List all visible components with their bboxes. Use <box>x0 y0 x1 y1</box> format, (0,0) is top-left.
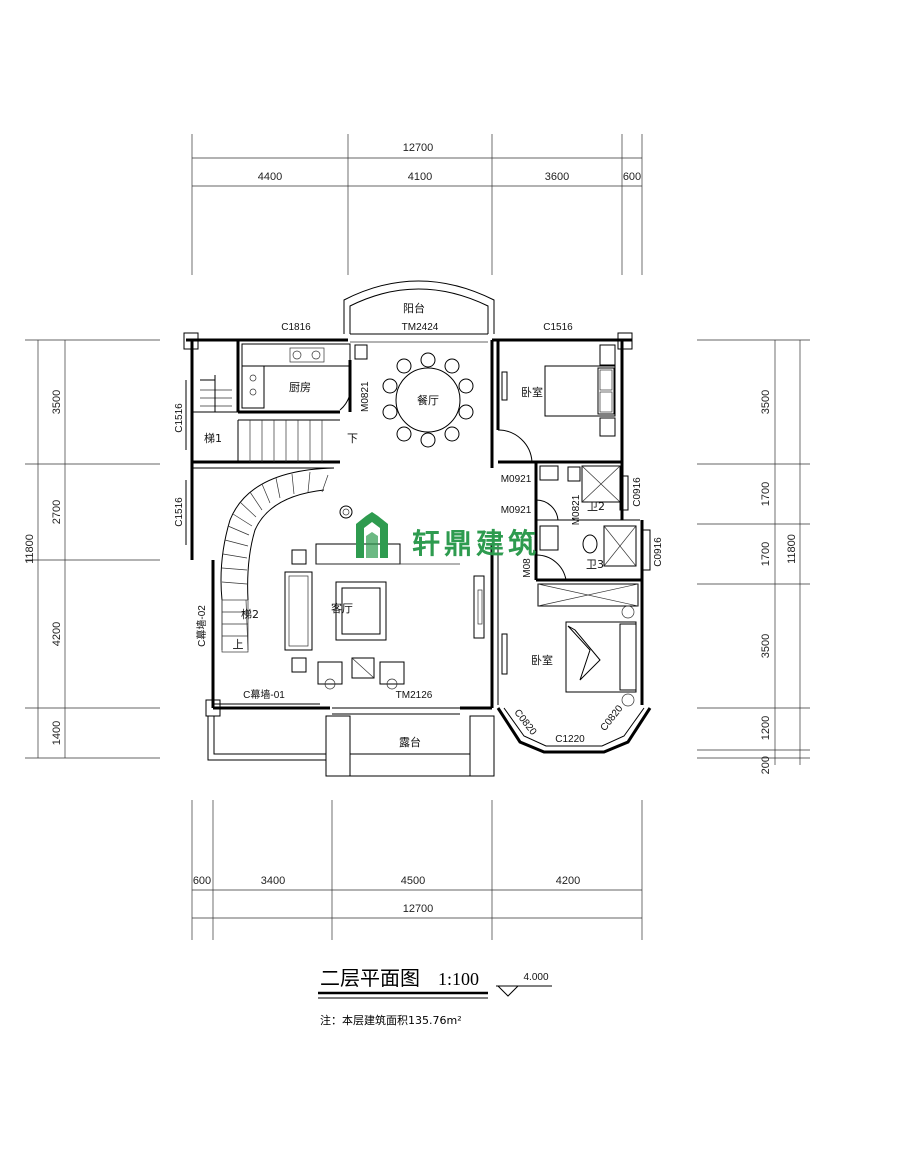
right-dim-3: 1700 <box>760 542 772 566</box>
watermark-text: 轩鼎建筑 <box>412 527 540 560</box>
bedroom-2: 卧室 C0820 C1220 C0820 <box>490 545 652 754</box>
drawing-title: 二层平面图 <box>320 966 420 990</box>
top-dim-3: 3600 <box>545 171 569 183</box>
c1516-left-a-label: C1516 <box>174 403 185 433</box>
right-dim-2: 1700 <box>760 482 772 506</box>
area-note: 注：本层建筑面积135.76m² <box>320 1013 462 1027</box>
elevation-mark: 4.000 <box>523 972 548 983</box>
c-wall-02-label: C幕墙-02 <box>195 605 208 647</box>
c1816-label: C1816 <box>281 322 311 333</box>
bathrooms: 卫2 卫3 M0921 M0921 M0821 C0916 C0916 M08 <box>501 462 664 582</box>
kitchen: 厨房 M0821 <box>236 340 371 414</box>
left-dim-3: 4200 <box>51 622 63 646</box>
stair-2-label: 梯2 <box>241 608 259 621</box>
c-wall-01-label: C幕墙-01 <box>243 688 285 701</box>
room-bedroom-1-label: 卧室 <box>521 385 543 399</box>
room-balcony-label: 阳台 <box>403 301 425 315</box>
stair-1: 梯1 下 <box>192 375 358 464</box>
top-dim-1: 4400 <box>258 171 282 183</box>
m0921-b-label: M0921 <box>501 505 532 516</box>
top-total-dim: 12700 <box>403 142 434 154</box>
stair-1-label: 梯1 <box>204 432 222 445</box>
c0820-b-label: C0820 <box>599 703 626 733</box>
right-dimensions: 3500 1700 1700 3500 1200 200 11800 <box>697 339 810 774</box>
c0916-a-label: C0916 <box>632 477 643 507</box>
right-dim-5: 1200 <box>760 716 772 740</box>
top-dim-2: 4100 <box>408 171 432 183</box>
m0921-a-label: M0921 <box>501 474 532 485</box>
left-dim-1: 3500 <box>51 390 63 414</box>
terrace: 露台 <box>207 707 495 777</box>
bottom-dim-1: 600 <box>193 875 211 887</box>
left-dim-2: 2700 <box>51 500 63 524</box>
bottom-dim-2: 3400 <box>261 875 285 887</box>
right-dim-1: 3500 <box>760 390 772 414</box>
room-bedroom-2-label: 卧室 <box>531 653 553 667</box>
left-total-dim: 11800 <box>24 534 36 564</box>
c0916-b-label: C0916 <box>653 537 664 567</box>
c1516-left-b-label: C1516 <box>174 497 185 527</box>
bedroom-1: 卧室 <box>496 340 622 464</box>
up-label: 上 <box>233 638 244 651</box>
tm2424-label: TM2424 <box>402 322 439 333</box>
m0821-v-label: M0821 <box>571 494 582 525</box>
tm2126-label: TM2126 <box>396 690 433 701</box>
bottom-dim-3: 4500 <box>401 875 425 887</box>
left-dimensions: 11800 3500 2700 4200 1400 <box>24 339 160 759</box>
drawing-scale: 1:100 <box>438 969 479 989</box>
right-dim-6: 200 <box>760 756 772 774</box>
bottom-dimensions: 600 3400 4500 4200 12700 <box>191 800 643 940</box>
room-bath-2-label: 卫2 <box>587 500 605 513</box>
bottom-dim-4: 4200 <box>556 875 580 887</box>
room-dining-label: 餐厅 <box>417 393 439 407</box>
m08-label: M08 <box>522 558 533 578</box>
right-dim-4: 3500 <box>760 634 772 658</box>
living-room: 梯2 上 客厅 <box>192 467 485 690</box>
m0821-label: M0821 <box>360 381 371 412</box>
balcony-top: 阳台 TM2424 <box>343 280 495 343</box>
watermark-logo <box>356 512 388 558</box>
room-living-label: 客厅 <box>331 601 353 615</box>
room-bath-3-label: 卫3 <box>586 558 604 571</box>
top-dim-4: 600 <box>623 171 641 183</box>
c1220-label: C1220 <box>555 734 585 745</box>
down-label: 下 <box>347 432 358 445</box>
right-total-dim: 11800 <box>786 534 798 564</box>
room-kitchen-label: 厨房 <box>289 381 311 394</box>
top-dimensions: 12700 4400 4100 3600 600 <box>191 134 643 275</box>
dining: 餐厅 <box>382 340 494 468</box>
room-terrace-label: 露台 <box>399 735 421 749</box>
left-dim-4: 1400 <box>51 721 63 745</box>
c1516-top-label: C1516 <box>543 322 573 333</box>
bottom-total-dim: 12700 <box>403 903 434 915</box>
title-block: 二层平面图 1:100 4.000 注：本层建筑面积135.76m² <box>318 966 552 1027</box>
